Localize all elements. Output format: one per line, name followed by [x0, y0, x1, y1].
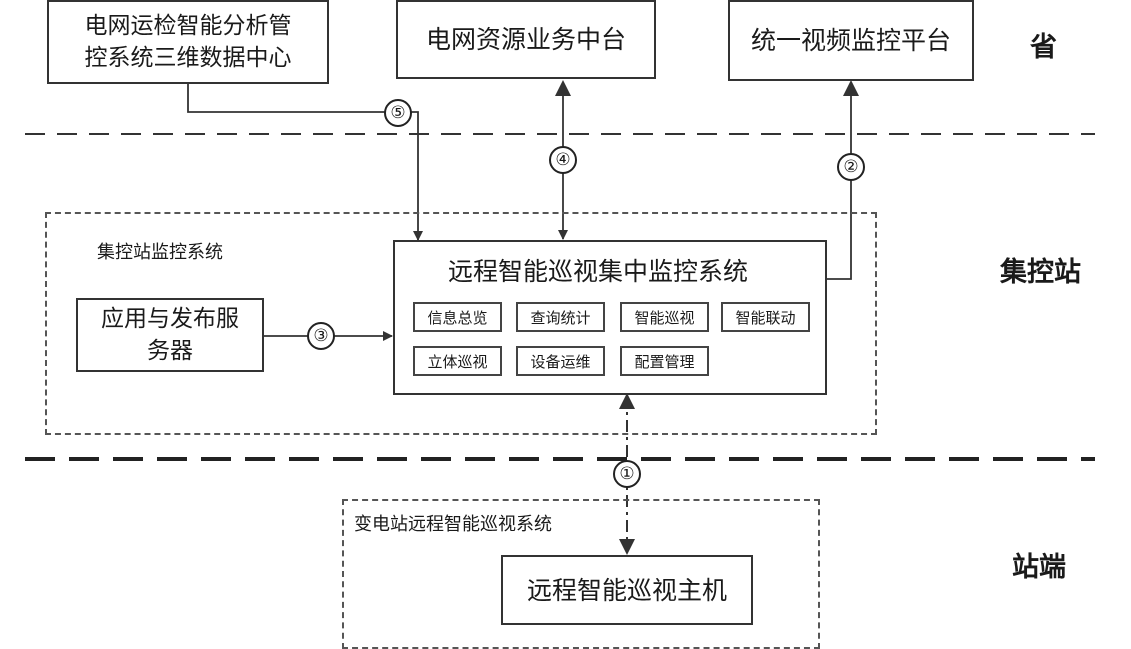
data-center-line-1: 电网运检智能分析管 — [84, 12, 292, 39]
module-query-stats: 查询统计 — [516, 302, 605, 332]
app-server-line-2: 务器 — [147, 338, 193, 364]
level-label-center: 集控站 — [1000, 257, 1081, 288]
marker-1: ① — [613, 460, 641, 488]
center-region — [45, 212, 877, 435]
module-smart-linkage: 智能联动 — [721, 302, 810, 332]
marker-5: ⑤ — [384, 99, 412, 127]
center-region-label: 集控站监控系统 — [97, 242, 223, 263]
station-region-label: 变电站远程智能巡视系统 — [354, 514, 552, 535]
marker-4: ④ — [549, 146, 577, 174]
module-info-overview: 信息总览 — [413, 302, 502, 332]
data-center-box: 电网运检智能分析管 控系统三维数据中心 — [47, 0, 329, 84]
connector-5 — [187, 84, 423, 241]
level-label-station: 站端 — [1012, 552, 1066, 583]
app-server-box: 应用与发布服 务器 — [76, 298, 264, 372]
resource-platform-box: 电网资源业务中台 — [396, 0, 656, 79]
module-smart-patrol: 智能巡视 — [620, 302, 709, 332]
module-device-ops: 设备运维 — [516, 346, 605, 376]
main-system-title: 远程智能巡视集中监控系统 — [448, 257, 749, 286]
patrol-host-box: 远程智能巡视主机 — [501, 555, 753, 625]
module-3d-patrol: 立体巡视 — [413, 346, 502, 376]
app-server-line-1: 应用与发布服 — [101, 305, 239, 332]
marker-3: ③ — [307, 322, 335, 350]
marker-2: ② — [837, 153, 865, 181]
connector-2 — [827, 80, 859, 280]
connector-layer — [25, 80, 1095, 555]
architecture-diagram: 省 集控站 站端 电网运检智能分析管 控系统三维数据中心 电网资源业务中台 统一… — [25, 0, 1095, 649]
level-label-province: 省 — [1030, 32, 1057, 63]
data-center-line-2: 控系统三维数据中心 — [84, 45, 292, 71]
video-platform-box: 统一视频监控平台 — [728, 0, 974, 81]
module-config-mgmt: 配置管理 — [620, 346, 709, 376]
